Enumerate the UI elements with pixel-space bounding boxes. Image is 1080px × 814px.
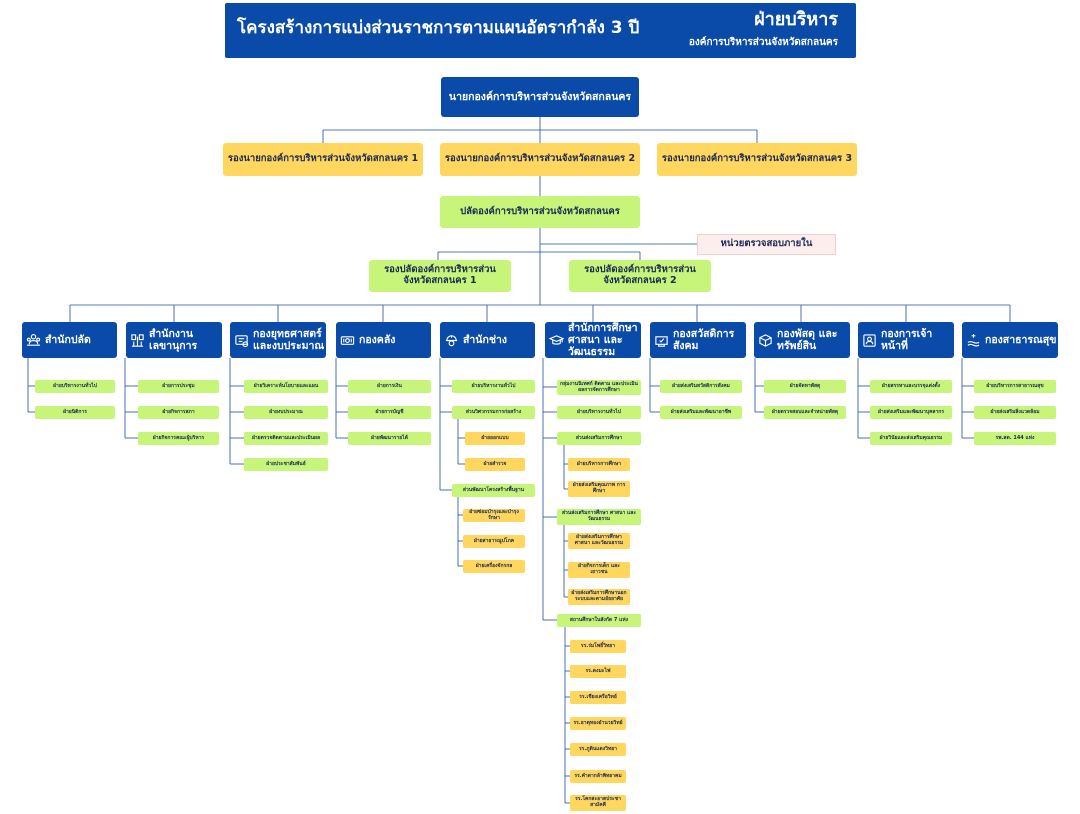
sub-unit: ฝ่ายพัฒนารายได้ [348,432,431,445]
sub-unit: ฝ่ายกิจการสภา [138,406,219,419]
sub-unit: ฝ่ายกิจการคณะผู้บริหาร [138,432,219,445]
sub-unit: ฝ่ายวิเคราะห์นโยบายและแผน [244,380,328,393]
engineer-icon [445,334,458,346]
school-unit: รร.ร่มโพธิ์วิทยา [570,640,626,653]
dept-name: กองสาธารณสุข [985,333,1057,346]
dept-name: สำนักปลัด [45,333,91,346]
sub-unit: ส่วนส่งเสริมการศึกษา ศาสนา และวัฒนธรรม [557,509,641,525]
staff-icon [863,333,876,347]
dept-public-health: กองสาธารณสุข [962,322,1058,358]
dept-name: กองการเจ้าหน้าที่ [881,327,933,352]
meeting-icon [131,333,144,347]
sub-unit: ฝ่ายตรวจสอบและจำหน่ายพัสดุ [764,406,846,419]
dept-name: สำนักงาน เลขานุการ [149,327,198,352]
dept-engineering: สำนักช่าง [440,322,535,358]
school-unit: รร.ภูดินแดงวิทยา [570,743,626,756]
sub-sub-unit: ฝ่ายบริหารการศึกษา [568,458,630,471]
dept-supply-assets: กองพัสดุ และทรัพย์สิน [754,322,850,358]
sub-unit: ฝ่ายส่งเสริมและพัฒนาอาชีพ [660,406,742,419]
sub-sub-unit: ฝ่ายซ่อมบำรุงและบำรุงรักษา [463,509,525,522]
sub-unit: ฝ่ายสรรหาและบรรจุแต่งตั้ง [870,380,952,393]
sub-unit: ฝ่ายงบประมาณ [244,406,328,419]
sub-unit: ฝ่ายส่งเสริมสิ่งแวดล้อม [974,406,1056,419]
sub-unit: ส่วนพัฒนาโครงสร้างพื้นฐาน [452,484,535,497]
sub-unit: ฝ่ายวินัยและส่งเสริมคุณธรรม [870,432,952,445]
money-icon [340,335,355,345]
org-name: องค์การบริหารส่วนจังหวัดสกลนคร [688,37,838,48]
health-icon [967,333,980,346]
deputy-clerk-2: รองปลัดองค์การบริหารส่วน จังหวัดสกลนคร 2 [569,260,711,292]
internal-audit-box: หน่วยตรวจสอบภายใน [697,234,836,255]
sub-unit: ฝ่ายบริหารการสาธารณสุข [974,380,1056,393]
dept-office-of-clerk: สำนักปลัด [22,322,117,358]
supply-icon [759,333,772,347]
dept-finance: กองคลัง [336,322,431,358]
sub-sub-unit: ฝ่ายออกแบบ [465,432,525,445]
dept-personnel: กองการเจ้าหน้าที่ [858,322,954,358]
sub-sub-unit: ฝ่ายส่งเสริมคุณภาพ การศึกษา [568,481,630,497]
strategy-icon [235,334,249,347]
president-box: นายกองค์การบริหารส่วนจังหวัดสกลนคร [441,77,639,117]
dept-name: กองคลัง [359,333,396,346]
school-unit: รร.คำตากล้าพิทยาคม [570,770,626,783]
sub-unit: ฝ่ายตรวจติดตามและประเมินผล [244,432,328,445]
branch-title: ฝ่ายบริหาร [754,9,838,30]
sub-unit: ฝ่ายการเงิน [348,380,431,393]
welfare-icon [655,335,668,347]
sub-unit: ส่วนวิศวกรรมการก่อสร้าง [452,406,535,419]
sub-unit: ฝ่ายส่งเสริมสวัสดิการสังคม [660,380,742,393]
deputy-clerk-1: รองปลัดองค์การบริหารส่วน จังหวัดสกลนคร 1 [369,260,511,292]
sub-sub-unit: ฝ่ายกิจการเด็ก และเยาวชน [568,562,630,578]
dept-name: กองพัสดุ และทรัพย์สิน [777,327,838,352]
sub-unit: ฝ่ายบริหารงานทั่วไป [35,380,115,393]
dept-education: สำนักการศึกษา ศาสนา และวัฒนธรรม [545,322,641,358]
sub-unit: รพ.สต. 144 แห่ง [974,432,1056,445]
sub-sub-unit: ฝ่ายสำรวจ [465,458,525,471]
education-icon [549,334,564,345]
dept-name: กองยุทธศาสตร์ และงบประมาณ [253,327,325,352]
sub-unit: ฝ่ายจัดหาพัสดุ [764,380,846,393]
school-unit: รร.ดงมะไฟ [570,665,626,678]
dept-strategy-budget: กองยุทธศาสตร์ และงบประมาณ [230,322,326,358]
page-title: โครงสร้างการแบ่งส่วนราชการตามแผนอัตรากำล… [237,18,640,38]
sub-sub-unit: ฝ่ายส่งเสริมการศึกษานอก ระบบและตามอัธยาศ… [568,589,630,605]
sub-unit: ฝ่ายบริหารงานทั่วไป [452,380,535,393]
header-banner: โครงสร้างการแบ่งส่วนราชการตามแผนอัตรากำล… [225,3,856,58]
dept-name: สำนักการศึกษา ศาสนา และวัฒนธรรม [568,321,638,359]
school-unit: รร.เชียงเครือวิทย์ [570,691,626,704]
dept-name: กองสวัสดิการสังคม [673,327,735,352]
people-icon [26,333,41,346]
sub-unit: ฝ่ายการบัญชี [348,406,431,419]
vice-president-1: รองนายกองค์การบริหารส่วนจังหวัดสกลนคร 1 [223,143,423,176]
sub-unit: ฝ่ายส่งเสริมและพัฒนาบุคลากร [870,406,952,419]
vice-president-3: รองนายกองค์การบริหารส่วนจังหวัดสกลนคร 3 [657,143,857,176]
sub-unit: ฝ่ายประชาสัมพันธ์ [244,458,328,471]
sub-unit: ฝ่ายนิติการ [35,406,115,419]
sub-unit: ส่วนส่งเสริมการศึกษา [557,432,641,445]
vice-president-2: รองนายกองค์การบริหารส่วนจังหวัดสกลนคร 2 [440,143,640,176]
dept-social-welfare: กองสวัสดิการสังคม [650,322,746,358]
dept-secretary-office: สำนักงาน เลขานุการ [126,322,222,358]
sub-sub-unit: ฝ่ายสาธารณูปโภค [463,535,525,548]
sub-sub-unit: ฝ่ายเครื่องจักรกล [463,560,525,573]
dept-name: สำนักช่าง [463,333,507,346]
sub-unit: ฝ่ายการประชุม [138,380,219,393]
clerk-box: ปลัดองค์การบริหารส่วนจังหวัดสกลนคร [440,196,640,228]
school-unit: รร.โคกสะอาดประชาสามัคคี [570,795,626,811]
sub-unit: สถานศึกษาในสังกัด 7 แห่ง [557,614,641,627]
sub-unit: ฝ่ายบริหารงานทั่วไป [557,406,641,419]
school-unit: รร.ธาตุทองอำนวยวิทย์ [570,717,626,730]
sub-sub-unit: ฝ่ายส่งเสริมการศึกษา ศาสนา และวัฒนธรรม [568,533,630,549]
sub-unit: กลุ่มงานนิเทศก์ ติดตาม และประเมินผลการจั… [557,380,641,395]
